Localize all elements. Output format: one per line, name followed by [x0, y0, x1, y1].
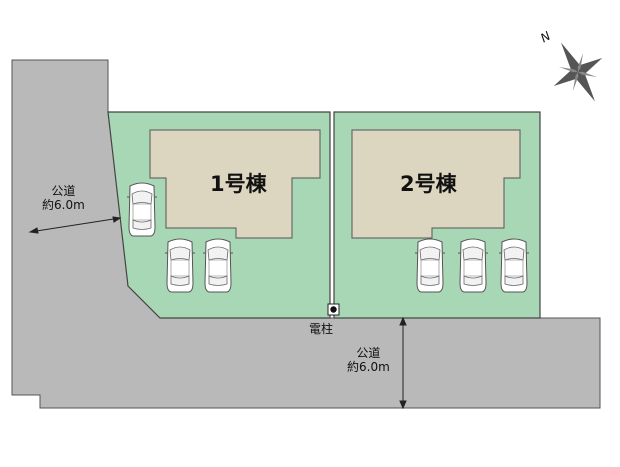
- car-lot2-3: [498, 238, 530, 293]
- road-west-label-line1: 公道: [51, 184, 76, 198]
- lot1-label: 1号棟: [210, 172, 267, 196]
- road-south-label: 公道 約6.0m: [347, 346, 390, 374]
- road-west-label: 公道 約6.0m: [42, 184, 85, 212]
- dimension-south-road: [399, 316, 407, 410]
- lot2-label: 2号棟: [400, 172, 457, 196]
- compass-icon: [553, 42, 603, 102]
- building-1: [149, 129, 321, 239]
- road-south-label-line2: 約6.0m: [347, 360, 390, 374]
- utility-pole-label: 電柱: [309, 322, 334, 336]
- car-lot1-3: [202, 238, 234, 293]
- utility-pole-icon: [327, 303, 340, 316]
- road-west-label-line2: 約6.0m: [42, 198, 85, 212]
- road-south-label-line1: 公道: [356, 346, 381, 360]
- building-2: [351, 129, 521, 239]
- car-lot2-1: [414, 238, 446, 293]
- car-lot2-2: [457, 238, 489, 293]
- dimension-west-road: [28, 216, 122, 234]
- car-lot1-1: [126, 182, 158, 237]
- car-lot1-2: [164, 238, 196, 293]
